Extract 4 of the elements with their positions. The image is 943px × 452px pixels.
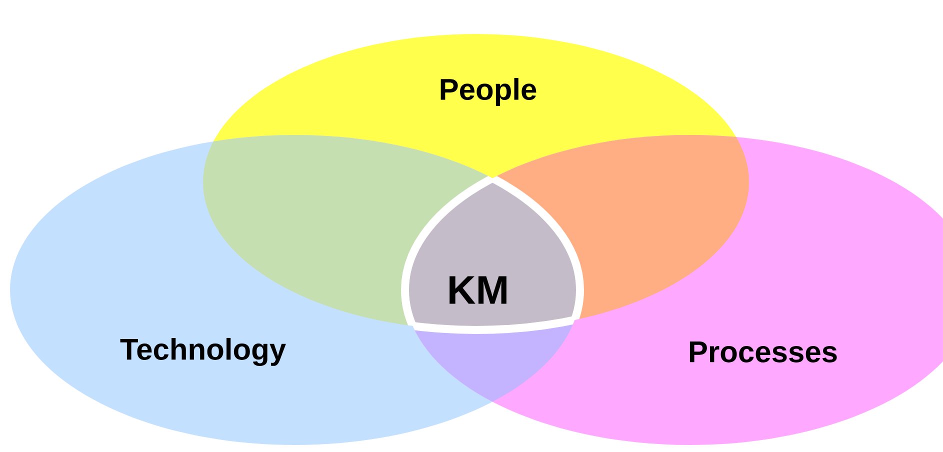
region-label: Technology xyxy=(120,338,286,366)
region-label: KM xyxy=(450,276,506,304)
region-label: Processes xyxy=(690,342,837,362)
region-label: People xyxy=(440,78,536,106)
